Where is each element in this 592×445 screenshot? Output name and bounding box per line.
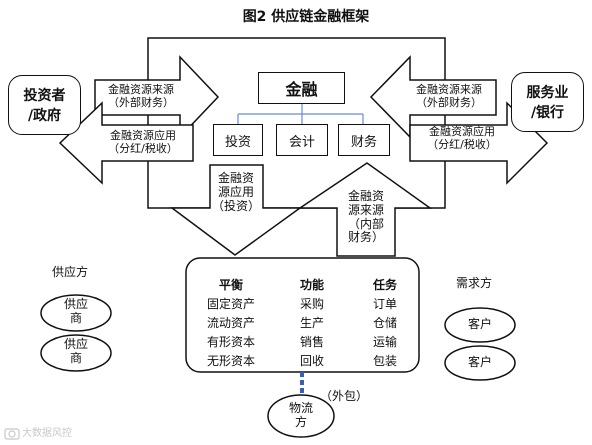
left-inflow-line2: （外部财务）: [108, 95, 174, 109]
core-column-task: 任务 订单 仓储 运输 包装: [357, 276, 413, 371]
core-column-function: 功能 采购 生产 销售 回收: [284, 276, 340, 371]
down-arrow-line1: 金融资: [217, 171, 254, 185]
core-function-item: 生产: [299, 316, 324, 330]
right-outflow-text: 金融资源应用 （分红/税收）: [414, 125, 510, 151]
right-outflow-line1: 金融资源应用: [429, 125, 495, 138]
diagram-title: 图2 供应链金融框架: [242, 9, 370, 25]
finance-box: 金融: [258, 72, 345, 104]
left-outflow-line2: （分红/税收）: [108, 141, 178, 155]
left-outflow-arrow: [58, 101, 194, 185]
left-inflow-arrow: [94, 55, 220, 139]
logistics-node: [267, 394, 335, 438]
outsourcing-label: （外包）: [320, 389, 369, 403]
left-outflow-line1: 金融资源应用: [110, 129, 176, 142]
customer-node-2-text: 客户: [467, 355, 492, 369]
up-arrow-line3: （内部: [347, 216, 384, 231]
demand-label: 需求方: [456, 276, 493, 290]
up-arrow: [297, 162, 433, 257]
finance-child-investment-label: 投资: [224, 134, 251, 150]
supplier-node-1-text: 供应 商: [46, 297, 106, 326]
core-balance-item: 固定资产: [206, 297, 255, 311]
left-inflow-text: 金融资源来源 （外部财务）: [96, 83, 186, 109]
right-inflow-arrow: [369, 55, 497, 139]
service-bank-box: 服务业 /银行: [511, 72, 584, 132]
service-label-line1: 服务业: [526, 85, 569, 101]
up-arrow-line4: 财务）: [347, 230, 384, 245]
core-column-function-header: 功能: [299, 278, 324, 292]
customer-node-1: [444, 307, 516, 343]
customer-node-2: [444, 345, 516, 381]
supplier-node-2-line2: 商: [69, 350, 82, 365]
core-balance-item: 流动资产: [206, 316, 255, 330]
up-arrow-line2: 源来源: [347, 202, 384, 217]
down-arrow-line2: 源应用: [217, 184, 254, 199]
finance-child-accounting-label: 会计: [288, 134, 315, 150]
right-outflow-line2: （分红/税收）: [427, 137, 497, 151]
core-column-task-header: 任务: [372, 278, 397, 292]
supplier-label: 供应方: [52, 265, 89, 279]
finance-tree-lines: [237, 104, 364, 124]
watermark-logo-icon: [4, 428, 20, 440]
finance-child-treasury: 财务: [338, 124, 390, 156]
core-column-balance: 平衡 固定资产 流动资产 有形资本 无形资本: [196, 276, 266, 371]
core-balance-item: 有形资本: [206, 335, 255, 349]
core-balance-item: 无形资本: [206, 354, 255, 368]
core-function-item: 销售: [299, 335, 324, 349]
supplier-node-2-text: 供应 商: [46, 337, 106, 366]
finance-title: 金融: [285, 80, 318, 99]
down-arrow-text: 金融资 源应用 （投资）: [205, 171, 267, 213]
watermark-text: 大数据风控: [22, 428, 72, 439]
core-task-item: 运输: [372, 335, 397, 349]
finance-child-treasury-label: 财务: [350, 134, 377, 150]
right-inflow-line2: （外部财务）: [416, 95, 482, 109]
supplier-node-2-line1: 供应: [63, 337, 88, 351]
supplier-node-2: [40, 334, 112, 372]
investor-label-line1: 投资者: [23, 88, 66, 104]
right-inflow-line1: 金融资源来源: [416, 83, 482, 96]
supplier-node-1-line2: 商: [69, 310, 82, 325]
logistics-line2: 方: [294, 414, 307, 429]
investor-government-box: 投资者 /政府: [8, 75, 81, 135]
core-task-item: 仓储: [372, 316, 397, 330]
logistics-node-text: 物流 方: [271, 401, 331, 430]
core-task-item: 订单: [372, 297, 397, 311]
finance-child-investment: 投资: [213, 124, 263, 156]
down-arrow: [169, 164, 303, 256]
investor-label-line2: /政府: [27, 108, 62, 124]
supplier-node-1: [40, 294, 112, 332]
supplier-node-1-line1: 供应: [63, 297, 88, 311]
core-function-item: 回收: [299, 354, 324, 368]
customer-node-1-text: 客户: [467, 317, 492, 331]
up-arrow-line1: 金融资: [347, 189, 384, 203]
core-column-balance-header: 平衡: [218, 278, 243, 292]
finance-child-accounting: 会计: [276, 124, 328, 156]
left-inflow-line1: 金融资源来源: [108, 83, 174, 96]
right-inflow-text: 金融资源来源 （外部财务）: [402, 83, 496, 109]
down-arrow-line3: （投资）: [211, 198, 260, 213]
up-arrow-text: 金融资 源来源 （内部 财务）: [336, 189, 396, 245]
left-outflow-text: 金融资源应用 （分红/税收）: [94, 129, 192, 155]
core-function-item: 采购: [299, 297, 324, 311]
service-label-line2: /银行: [530, 105, 565, 121]
logistics-line1: 物流: [288, 401, 313, 415]
core-task-item: 包装: [372, 354, 397, 368]
